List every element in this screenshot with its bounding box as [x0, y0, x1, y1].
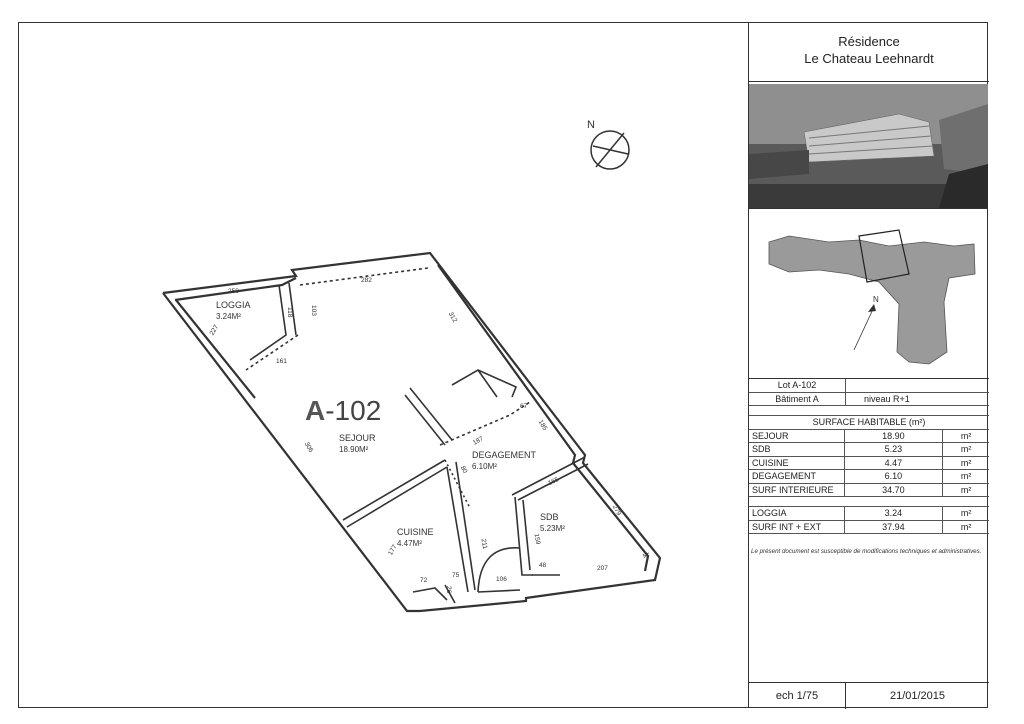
dimension-label: 185	[537, 419, 549, 432]
dimension-label: 72	[420, 577, 428, 584]
floor-plan: N	[162, 119, 662, 613]
room-area-degagement: 6.10M²	[472, 462, 497, 471]
dimension-label: 312	[447, 311, 459, 324]
dimension-label: 279	[611, 504, 623, 517]
lot-location-marker	[858, 229, 910, 283]
residence-name: Le Chateau Leehnardt	[804, 51, 934, 66]
dimension-labels: 250 118 227 161 103 282 312 67 185 187 8…	[209, 277, 651, 594]
surface-header: SURFACE HABITABLE (m²)	[812, 417, 926, 427]
dimension-label: 211	[480, 538, 489, 550]
room-name-sdb: SDB	[540, 512, 559, 522]
disclaimer-text: Le présent document est susceptible de m…	[751, 548, 982, 555]
dimension-label: 41	[641, 550, 651, 560]
dimension-label: 67	[520, 403, 528, 410]
room-name-loggia: LOGGIA	[216, 300, 251, 310]
building-photo-illustration	[749, 84, 988, 208]
building-label: Bâtiment A	[749, 392, 846, 405]
date-label: 21/01/2015	[889, 690, 946, 702]
site-plan-map: N	[768, 229, 976, 365]
surface-table: Lot A-102 Bâtiment A niveau R+1 SURFACE …	[749, 378, 989, 534]
room-name-cuisine: CUISINE	[397, 527, 434, 537]
dimension-label: 106	[496, 576, 507, 583]
room-area-sdb: 5.23M²	[540, 524, 565, 533]
sheet-frame	[18, 22, 988, 708]
dimension-label: 165	[547, 476, 560, 487]
dimension-label: 187	[472, 435, 485, 447]
room-area-loggia: 3.24M²	[216, 312, 241, 321]
dimension-label: 103	[310, 305, 317, 316]
level-label: niveau R+1	[864, 393, 910, 404]
dimension-label: 159	[533, 533, 542, 545]
info-panel: Résidence Le Chateau Leehnardt N Lot A-1…	[748, 22, 989, 709]
residence-label: Résidence	[838, 34, 900, 49]
dimension-label: 177	[387, 543, 399, 556]
footer: ech 1/75 21/01/2015	[749, 682, 989, 709]
dimension-label: 282	[361, 277, 372, 284]
room-area-cuisine: 4.47M²	[397, 539, 422, 548]
room-labels: LOGGIA 3.24M² SEJOUR 18.90M² DEGAGEMENT …	[216, 300, 565, 548]
dimension-label: 306	[303, 441, 315, 454]
lot-number: Lot A-102	[749, 379, 846, 392]
building-photo	[749, 84, 988, 209]
north-arrow-icon	[853, 306, 875, 351]
dimension-label: 250	[228, 288, 239, 295]
dimension-label: 80	[459, 465, 469, 475]
dimension-label: 207	[597, 565, 608, 572]
dimension-label: 26	[445, 586, 452, 594]
title-block: Résidence Le Chateau Leehnardt	[749, 22, 989, 82]
room-name-sejour: SEJOUR	[339, 433, 376, 443]
room-area-sejour: 18.90M²	[339, 445, 369, 454]
compass-north-label: N	[587, 119, 595, 131]
dimension-label: 118	[286, 307, 293, 318]
lot-code-label: A-102	[305, 395, 381, 426]
room-name-degagement: DEGAGEMENT	[472, 450, 537, 460]
scale-label: ech 1/75	[749, 683, 846, 709]
site-map-north-label: N	[873, 295, 879, 304]
dimension-label: 75	[452, 572, 460, 579]
dimension-label: 48	[539, 562, 547, 569]
north-compass-icon: N	[587, 119, 630, 170]
interior-walls	[245, 267, 589, 604]
dimension-label: 227	[209, 324, 221, 337]
dimension-label: 161	[276, 358, 287, 365]
